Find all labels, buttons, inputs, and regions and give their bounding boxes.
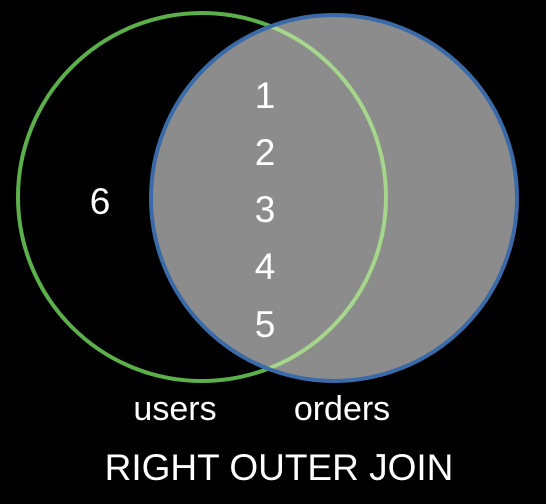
diagram-title: RIGHT OUTER JOIN bbox=[105, 447, 454, 488]
orders-set-label: orders bbox=[294, 390, 390, 428]
intersection-value-1: 1 bbox=[255, 75, 276, 116]
intersection-value-3: 3 bbox=[255, 189, 276, 230]
intersection-value-5: 5 bbox=[255, 304, 276, 345]
intersection-value-2: 2 bbox=[255, 132, 276, 173]
orders-circle-outline bbox=[149, 13, 519, 383]
users-only-value: 6 bbox=[90, 181, 111, 222]
intersection-boundary-arc bbox=[153, 17, 388, 379]
users-set-label: users bbox=[133, 390, 216, 428]
intersection-value-4: 4 bbox=[255, 246, 276, 287]
orders-circle-fill bbox=[151, 15, 517, 381]
